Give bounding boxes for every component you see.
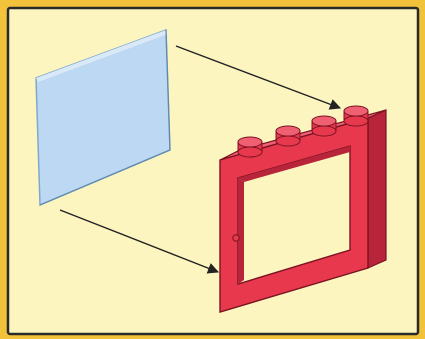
assembly-arrows (59, 45, 342, 274)
lower-arrow (59, 209, 220, 274)
window-glass-pane (35, 28, 171, 207)
hinge-dot (232, 234, 240, 242)
upper-arrow (175, 45, 342, 110)
window-frame-1x4x3 (219, 105, 387, 313)
frame-studs (237, 105, 369, 158)
